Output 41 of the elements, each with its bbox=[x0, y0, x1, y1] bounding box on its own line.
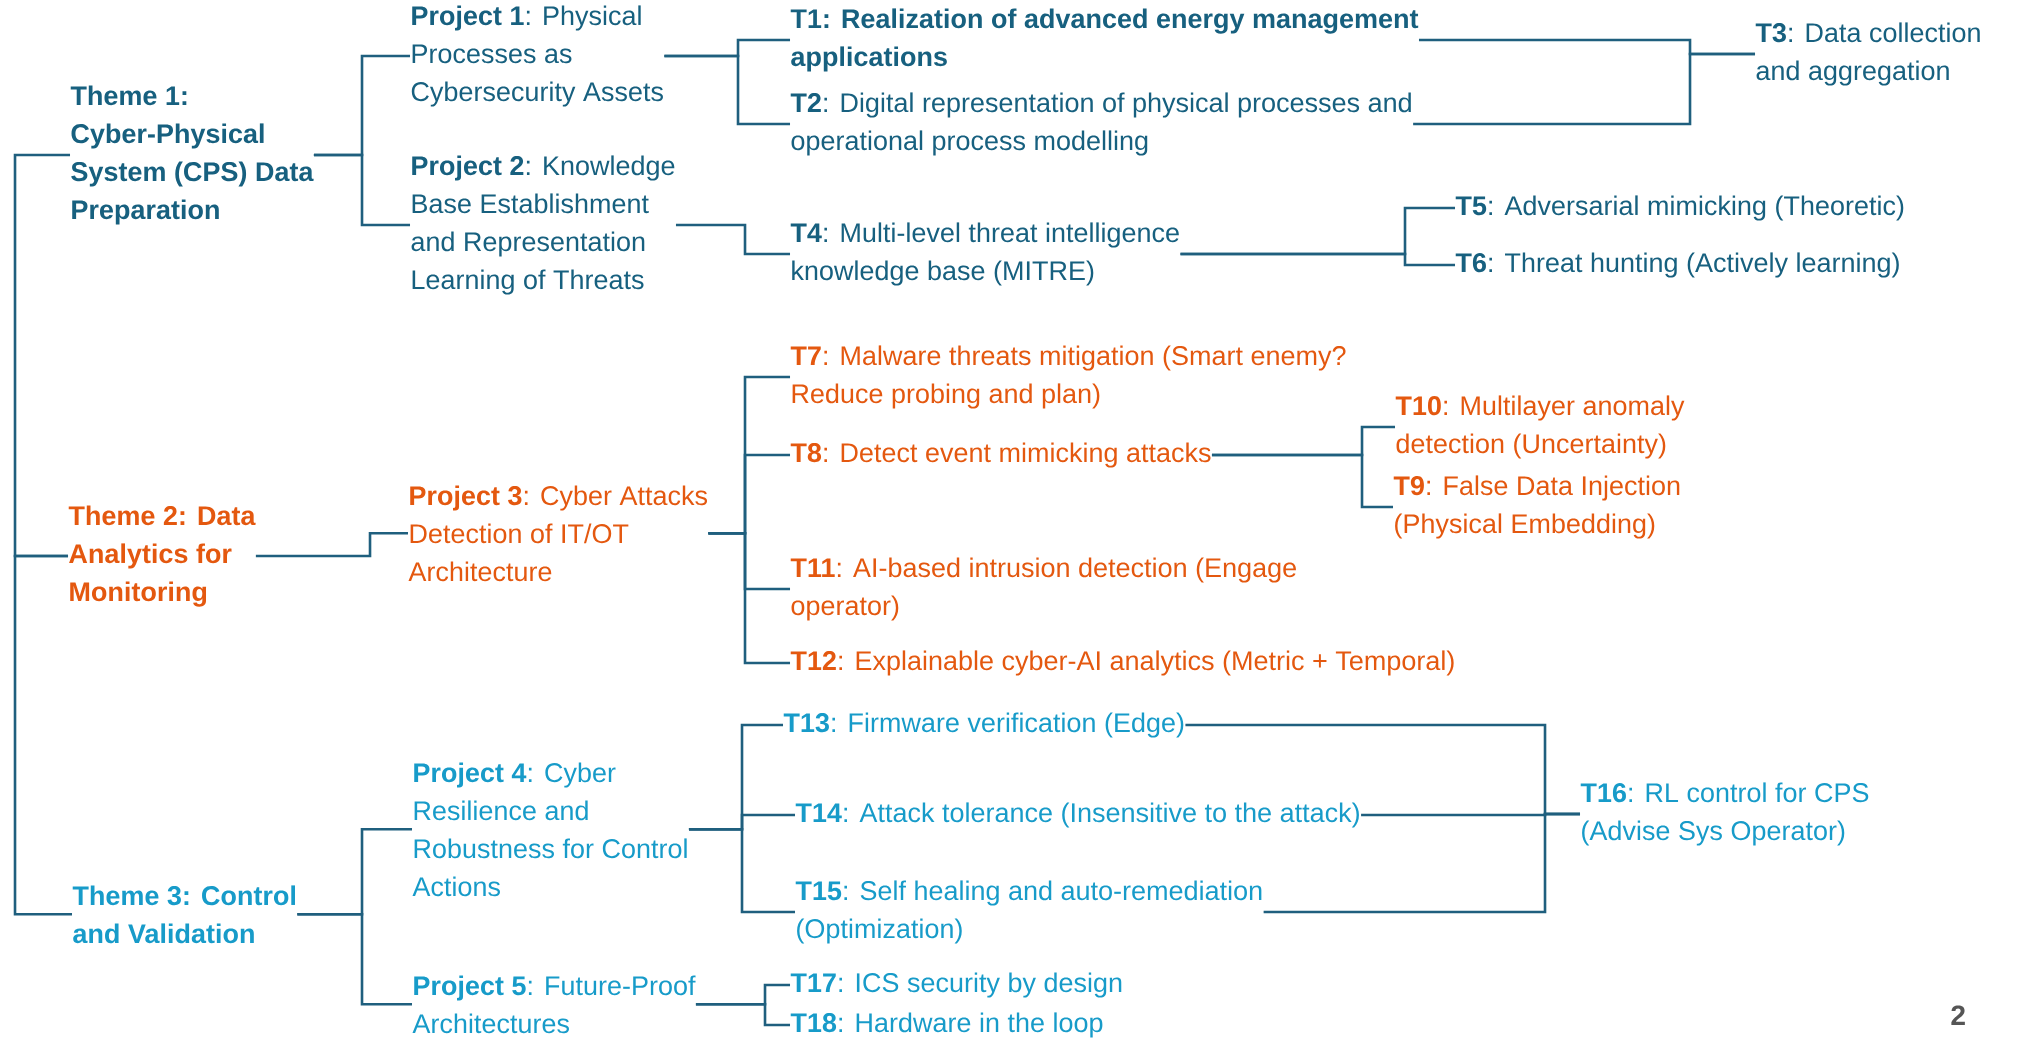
project-label: Project 5: Future-Proof Architectures bbox=[412, 975, 696, 1034]
theme-heading: Theme 2: Data Analytics for Monitoring bbox=[68, 505, 256, 607]
task-label: T15: Self healing and auto-remediation (Optimization) bbox=[795, 880, 1262, 944]
theme-heading: Theme 3: Control and Validation bbox=[72, 885, 295, 944]
task-label: T11: AI-based intrusion detection (Engage operator) bbox=[790, 557, 1296, 621]
page-number: 2 bbox=[1951, 1005, 1965, 1025]
task-label: T1: Realization of advanced energy management applications bbox=[790, 8, 1419, 72]
connector-line bbox=[1211, 453, 1393, 509]
task-label: T10: Multilayer anomaly detection (Uncertainty) bbox=[1395, 395, 1685, 459]
theme-heading: Theme 1: Cyber-Physical System (CPS) Data Preparation bbox=[70, 85, 314, 225]
connector-line bbox=[708, 532, 790, 665]
task-label: T8: Detect event mimicking attacks bbox=[790, 442, 1211, 468]
connector-line bbox=[13, 554, 72, 916]
project-label: Project 4: Cyber Resilience and Robustness for Control Actions bbox=[412, 762, 687, 897]
task-label: T2: Digital representation of physical processes and operational process modelling bbox=[790, 92, 1411, 156]
connector-line bbox=[13, 153, 70, 558]
connector-line bbox=[297, 913, 412, 1006]
connector-line bbox=[695, 1003, 790, 1027]
project-label: Project 2: Knowledge Base Establishment and Representation Learning of Threats bbox=[411, 155, 675, 295]
connector-line bbox=[675, 223, 790, 256]
task-label: T18: Hardware in the loop bbox=[790, 1012, 1103, 1038]
connector-line bbox=[1263, 812, 1580, 914]
connector-line bbox=[688, 828, 795, 914]
task-label: T13: Firmware verification (Edge) bbox=[783, 712, 1184, 738]
task-label: T7: Malware threats mitigation (Smart enemy? Reduce probing and plan) bbox=[790, 345, 1346, 409]
task-label: T4: Multi-level threat intelligence knowledge base (MITRE) bbox=[790, 222, 1179, 286]
project-label: Project 3: Cyber Attacks Detection of IT/OT Architecture bbox=[408, 485, 707, 582]
connector-line bbox=[313, 153, 410, 227]
connector-line bbox=[664, 54, 790, 126]
connector-line bbox=[1413, 52, 1755, 126]
task-label: T3: Data collection and aggregation bbox=[1755, 22, 1980, 86]
task-label: T16: RL control for CPS (Advise Sys Operator) bbox=[1580, 782, 1869, 846]
project-label: Project 1: Physical Processes as Cybersecurity Assets bbox=[411, 5, 663, 107]
task-label: T6: Threat hunting (Actively learning) bbox=[1455, 252, 1899, 278]
task-label: T14: Attack tolerance (Insensitive to the attack) bbox=[795, 802, 1359, 828]
task-label: T5: Adversarial mimicking (Theoretic) bbox=[1455, 195, 1904, 221]
task-label: T9: False Data Injection (Physical Embedding) bbox=[1393, 475, 1680, 539]
task-label: T17: ICS security by design bbox=[790, 972, 1122, 998]
task-label: T12: Explainable cyber-AI analytics (Metric + Temporal) bbox=[790, 650, 1454, 676]
connector-line bbox=[1180, 252, 1455, 267]
connector-line bbox=[255, 532, 408, 558]
